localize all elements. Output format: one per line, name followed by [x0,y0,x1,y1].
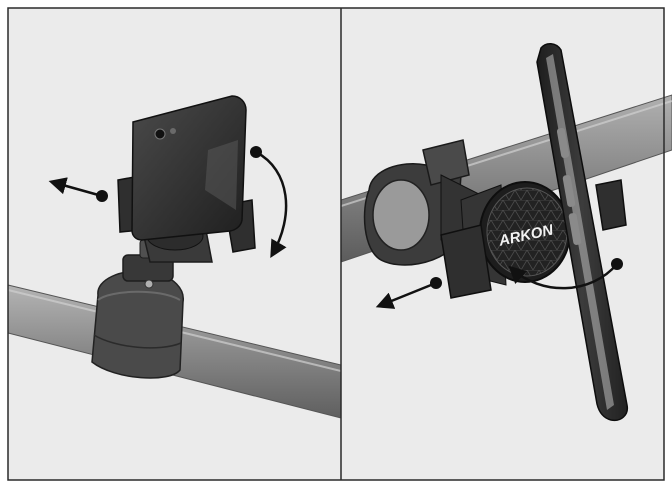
magnetic-mount-illustration: ARKON [341,7,672,481]
panel-magnetic-mount: ARKON [341,0,672,485]
arrow-rotate-curve [250,146,288,259]
grip-arm-right [595,179,627,231]
magnetic-disc: ARKON [460,181,571,286]
phone [131,95,247,241]
bike-mount-illustration [7,7,341,481]
arrow-expand-left [375,277,442,309]
panel-frame [341,7,665,481]
panel-bike-mount [7,7,341,481]
arrow-expand-left [48,177,108,202]
arrow-rotate-curve [508,258,623,290]
panel-frame [7,7,341,481]
grip-arm-left [440,224,492,299]
phone [536,43,629,422]
